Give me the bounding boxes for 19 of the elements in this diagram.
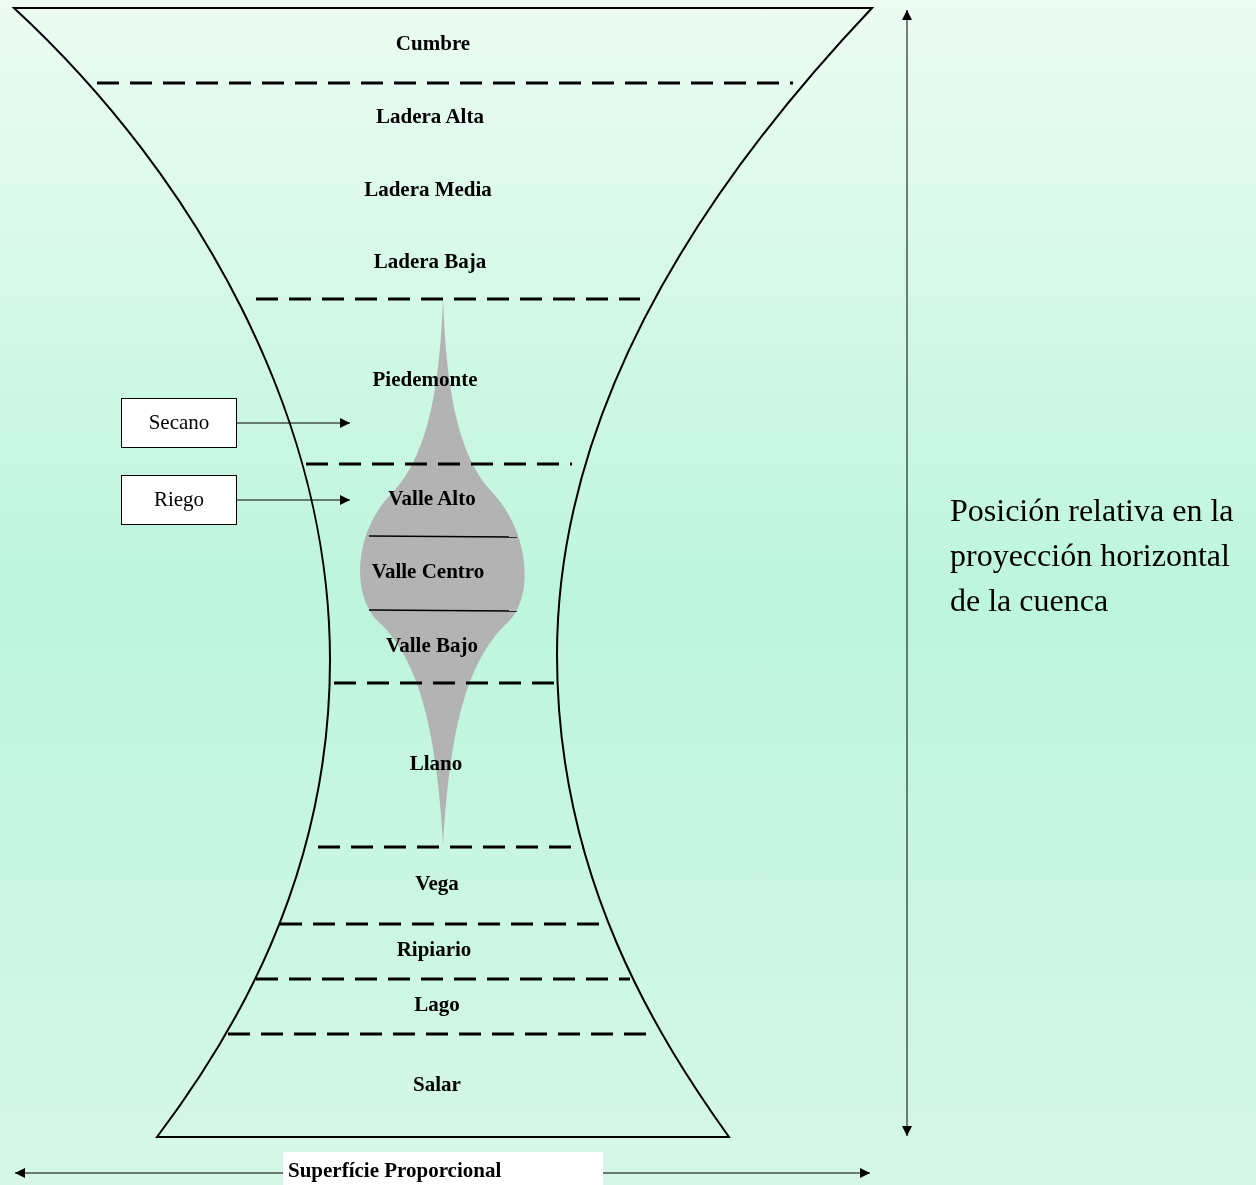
zone-label: Valle Alto	[388, 485, 476, 513]
label-box: Riego	[121, 475, 237, 525]
arrow	[236, 495, 351, 505]
zone-label: Lago	[414, 991, 460, 1019]
zone-label: Piedemonte	[372, 366, 478, 394]
zone-label: Valle Bajo	[386, 632, 478, 660]
zone-label: Vega	[415, 870, 459, 898]
axis-caption: Posición relativa en la proyección horizontal de la cuenca	[950, 491, 1235, 620]
zone-label: Ladera Baja	[373, 248, 487, 276]
axis-caption: Superfície Proporcional	[283, 1152, 603, 1185]
zone-label: Salar	[413, 1071, 461, 1099]
zone-label: Ripiario	[396, 936, 472, 964]
zone-label: Cumbre	[395, 30, 471, 58]
label-box: Secano	[121, 398, 237, 448]
zone-label: Ladera Alta	[376, 103, 484, 131]
zone-label: Llano	[409, 750, 463, 778]
arrow	[236, 418, 351, 428]
zone-label: Ladera Media	[364, 176, 492, 204]
zone-label: Valle Centro	[371, 558, 485, 586]
